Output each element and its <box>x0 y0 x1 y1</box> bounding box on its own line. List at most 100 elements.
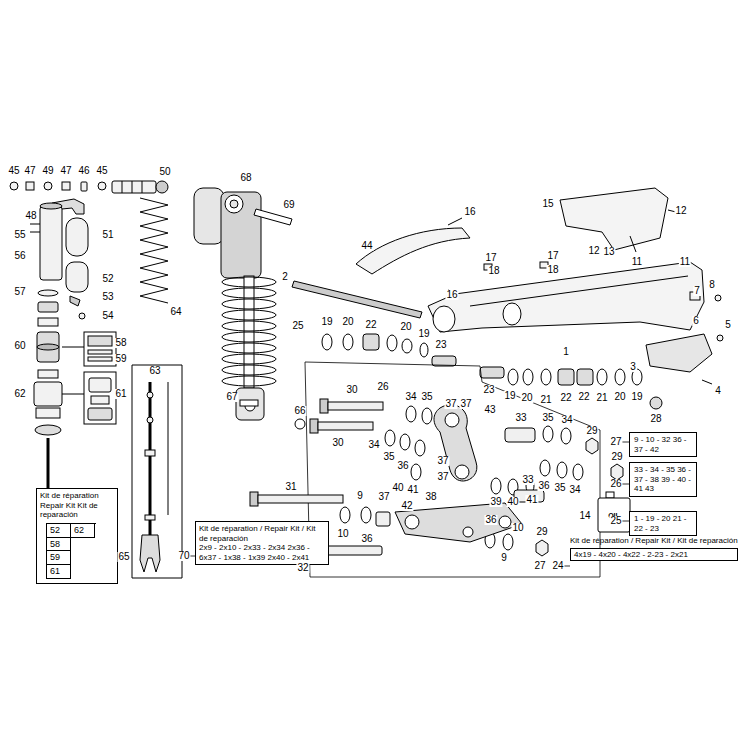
callout-number: 36 <box>396 461 409 471</box>
swingarm-shape <box>428 262 704 332</box>
rear-shock-exploded-shape <box>81 182 87 191</box>
swingarm-shape <box>646 334 712 372</box>
callout-number: 5 <box>724 320 732 330</box>
linkage-shape <box>405 515 419 529</box>
linkage-shape-shape <box>422 408 432 424</box>
callout-number: 7 <box>693 286 701 296</box>
rear-shock-exploded-shape <box>34 382 62 406</box>
callout-number: 10 <box>336 529 349 539</box>
linkage-shape-shape <box>400 434 410 450</box>
callout-number: 58 <box>114 338 127 348</box>
callout-number: 19 <box>320 317 333 327</box>
swingarm-shape-shape <box>597 369 607 385</box>
rear-shock-exploded-shape <box>62 394 84 395</box>
callout-number: 27 <box>533 561 546 571</box>
callout-number: 60 <box>13 341 26 351</box>
callout-number: 16 <box>463 207 476 217</box>
callout-number: 17 <box>484 253 497 263</box>
rear-shock-assembled-shape <box>230 200 238 208</box>
part-list: 9 - 10 - 32 36 - 37 - 42 <box>634 435 692 454</box>
swingarm-shape <box>356 228 470 274</box>
part-list-box: 9 - 10 - 32 36 - 37 - 42 <box>629 432 697 457</box>
callout-number: 61 <box>114 389 127 399</box>
callout-number: 30 <box>345 385 358 395</box>
kit-heading: Kit de réparation / Repair Kit / Kit de … <box>199 524 325 543</box>
rear-shock-exploded-shape <box>38 290 58 296</box>
callout-number: 16 <box>445 290 458 300</box>
kit-heading: Kit de réparation / Repair Kit / Kit de … <box>570 536 738 546</box>
callout-number: 14 <box>578 511 591 521</box>
rear-shock-exploded-shape <box>88 350 112 354</box>
callout-number: 4 <box>714 386 722 396</box>
callout-number: 20 <box>341 317 354 327</box>
rear-shock-exploded-shape <box>37 344 59 350</box>
linkage-shape <box>536 540 548 556</box>
rear-shock-exploded-shape <box>147 392 153 398</box>
callout-number: 19 <box>630 392 643 402</box>
rear-shock-exploded-shape <box>84 332 116 366</box>
callout-number: 43 <box>483 405 496 415</box>
callout-number: 37 <box>377 492 390 502</box>
swingarm-shape-shape <box>650 397 662 409</box>
callout-number: 33 <box>521 475 534 485</box>
rear-shock-exploded-shape <box>122 181 123 193</box>
linkage-shape <box>434 405 477 481</box>
swingarm-shape-shape <box>402 339 412 353</box>
linkage-shape-shape <box>557 462 567 478</box>
callout-number: 54 <box>101 311 114 321</box>
linkage-shape <box>310 419 318 433</box>
callout-number: 18 <box>487 266 500 276</box>
rear-shock-exploded-shape <box>38 318 58 326</box>
callout-number: 46 <box>77 166 90 176</box>
callout-number: 10 <box>511 523 524 533</box>
callout-number: 25 <box>291 321 304 331</box>
rear-shock-exploded-shape <box>140 198 168 303</box>
linkage-shape <box>586 438 598 454</box>
linkage-shape-shape <box>385 430 395 446</box>
rear-shock-exploded-shape <box>88 408 112 420</box>
part-list-box: 33 - 34 - 35 36 - 37 - 38 39 - 40 - 41 4… <box>629 462 697 497</box>
linkage-shape <box>499 516 511 528</box>
swingarm-shape-shape <box>420 343 428 357</box>
callout-number: 36 <box>360 534 373 544</box>
callout-number: 34 <box>404 392 417 402</box>
table-cell: 52 <box>47 524 71 538</box>
callout-leaders <box>118 442 629 566</box>
callout-number: 34 <box>367 440 380 450</box>
callout-number: 57 <box>13 287 26 297</box>
rear-shock-exploded-shape <box>35 425 61 435</box>
rear-shock-exploded-shape <box>36 408 60 418</box>
swingarm-shape-shape <box>615 369 625 385</box>
callout-number: 19 <box>417 329 430 339</box>
callout-number: 21 <box>595 393 608 403</box>
swingarm-shape <box>717 335 723 341</box>
rear-shock-assembled-shape <box>295 419 305 429</box>
rear-shock-exploded-shape <box>132 181 133 193</box>
swingarm-shape <box>560 188 668 250</box>
swingarm-shape-shape <box>523 369 533 385</box>
part-list-box: 1 - 19 - 20 21 - 22 - 23 <box>629 511 697 536</box>
linkage-shape <box>305 362 600 577</box>
callout-number: 24 <box>551 561 564 571</box>
callout-number: 29 <box>585 426 598 436</box>
callout-number: 70 <box>177 551 190 561</box>
rear-shock-exploded-shape <box>132 365 182 578</box>
rear-shock-exploded-shape <box>149 382 152 535</box>
swingarm-shape <box>448 218 462 225</box>
rear-shock-assembled-shape-shape <box>222 288 276 298</box>
rear-shock-exploded-shape <box>66 262 88 292</box>
rear-shock-exploded-shape <box>112 181 156 193</box>
callout-number: 69 <box>282 200 295 210</box>
callout-number: 39 <box>489 497 502 507</box>
callout-number: 50 <box>158 167 171 177</box>
swingarm-shape-shape <box>577 369 593 385</box>
callout-number: 52 <box>101 274 114 284</box>
callout-number: 17 <box>546 251 559 261</box>
rear-shock-exploded-shape <box>89 378 111 392</box>
linkage-shape <box>320 399 328 413</box>
callout-number: 11 <box>679 257 691 267</box>
part-list: 33 - 34 - 35 36 - 37 - 38 39 - 40 - 41 4… <box>634 465 692 494</box>
rear-shock-exploded-shape <box>98 182 106 190</box>
callout-number: 35 <box>553 483 566 493</box>
part-list: 4x19 - 4x20 - 4x22 - 2-23 - 2x21 <box>570 548 738 562</box>
